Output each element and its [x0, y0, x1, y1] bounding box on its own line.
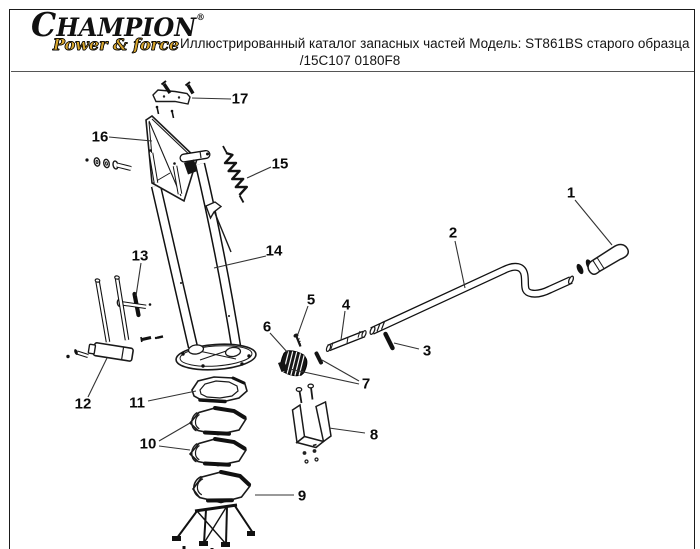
leader-lines — [87, 97, 613, 496]
part-10-rings — [188, 406, 248, 467]
part-label-17: 17 — [231, 90, 249, 108]
part-3-pin — [383, 331, 395, 351]
part-7-pins — [278, 351, 323, 372]
part-label-2: 2 — [448, 224, 458, 242]
part-label-13: 13 — [131, 247, 149, 265]
part-label-8: 8 — [369, 426, 379, 444]
part-5-screw — [293, 333, 302, 347]
part-9-ring — [191, 470, 252, 504]
part-label-6: 6 — [262, 318, 272, 336]
part-label-11: 11 — [129, 394, 145, 412]
base-frame — [172, 503, 255, 549]
catalog-title-line1: Иллюстрированный каталог запасных частей… — [180, 36, 690, 51]
part-2-crank-rod — [369, 262, 575, 335]
part-8-u-bracket — [291, 383, 332, 464]
part-17-bracket — [152, 80, 195, 119]
column-flange — [175, 343, 257, 371]
part-label-9: 9 — [297, 487, 307, 505]
part-1-grip — [576, 243, 630, 275]
brand-tagline: Power & force — [52, 35, 179, 54]
part-label-3: 3 — [422, 342, 432, 360]
part-label-7: 7 — [361, 375, 371, 393]
registered-mark: ® — [196, 13, 205, 23]
part-label-12: 12 — [74, 395, 92, 413]
part-label-1: 1 — [566, 184, 576, 202]
part-label-5: 5 — [306, 291, 316, 309]
part-15-spring — [222, 145, 248, 203]
brand-wordmark: CHAMPION® — [31, 5, 205, 44]
part-4-shaft — [325, 330, 367, 352]
part-label-16: 16 — [91, 128, 109, 146]
champion-logo: CHAMPION® Power & force — [31, 8, 212, 53]
part-11-lock-ring — [191, 376, 248, 404]
catalog-title-line2: /15C107 0180F8 — [299, 53, 401, 68]
part-12-rod-bracket — [66, 275, 164, 362]
part-label-10: 10 — [139, 435, 157, 453]
part-16-handle-panel — [85, 114, 232, 253]
part-label-14: 14 — [265, 242, 283, 260]
part-14-column-tubes — [150, 162, 243, 353]
part-label-4: 4 — [341, 296, 351, 314]
part-label-15: 15 — [271, 155, 289, 173]
page-border — [9, 9, 695, 549]
header-separator — [11, 71, 694, 72]
